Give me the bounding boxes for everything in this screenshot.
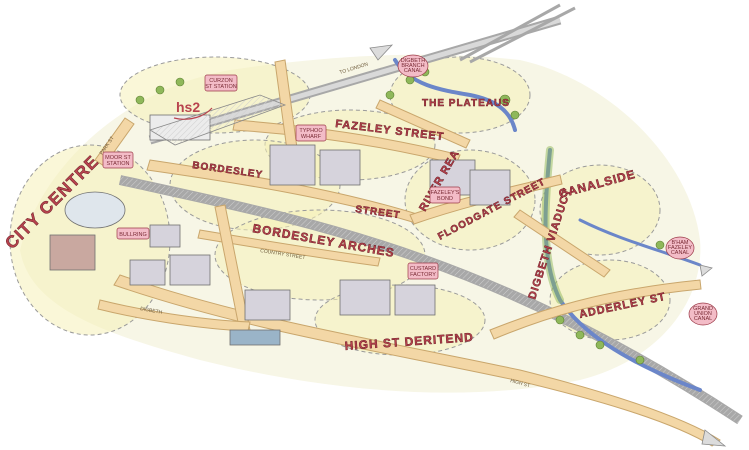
tag-digbeth-branch-line1: DIGBETH (401, 58, 425, 64)
tag-bham-fazeley-line2: FAZELEY (668, 245, 692, 251)
tag-curzon-line1: CURZON (209, 78, 233, 84)
tag-birmingham-fazeley: B'HAM FAZELEY CANAL (665, 236, 695, 260)
hs2-logo: hs2 (173, 99, 213, 120)
road-canal-cross (513, 209, 611, 278)
district-the-plateaus: THE PLATEAUS (422, 98, 510, 109)
label-high-street: HIGH ST (509, 378, 530, 389)
tag-digbeth-branch: DIGBETH BRANCH CANAL (397, 54, 429, 78)
tag-fazeley-bond-line1: FAZELEY'S (431, 190, 460, 196)
direction-arrows (369, 44, 727, 447)
tag-bham-fazeley-line3: CANAL (671, 250, 689, 256)
curzon-site (149, 94, 287, 146)
tag-fazeley-bond-line2: BOND (437, 196, 453, 202)
tag-curzon-line2: ST STATION (205, 84, 237, 90)
zone-canalside (539, 164, 661, 256)
road-country-street (197, 229, 381, 267)
tag-bham-fazeley-line1: B'HAM (672, 240, 689, 246)
road-adderley (489, 279, 702, 340)
label-digbeth-road: DIGBETH (140, 306, 163, 316)
tag-grand-union-line2: UNION (694, 311, 712, 317)
tag-typhoo-line1: TYPHOO (299, 128, 323, 134)
tag-fazeley-bond: FAZELEY'S BOND (429, 186, 461, 204)
tag-grand-union-line1: GRAND (693, 306, 713, 312)
road-plateau (375, 99, 471, 149)
tag-custard-line1: CUSTARD (410, 266, 436, 272)
tag-custard-line2: FACTORY (410, 272, 436, 278)
green-spaces (135, 67, 685, 365)
tag-custard: CUSTARD FACTORY (407, 262, 439, 280)
tag-moor-st: MOOR ST STATION (102, 151, 134, 169)
tag-digbeth-branch-line2: BRANCH (401, 63, 424, 69)
tag-bullring: BULLRING (116, 227, 150, 240)
tag-moor-st-line2: STATION (106, 161, 129, 167)
tag-curzon: CURZON ST STATION (204, 74, 238, 92)
tag-moor-st-line1: MOOR ST (105, 155, 131, 161)
tag-digbeth-branch-line3: CANAL (404, 68, 422, 74)
hs2-logo-text: hs2 (176, 99, 200, 115)
tag-grand-union: GRAND UNION CANAL (688, 302, 718, 326)
tag-grand-union-line3: CANAL (694, 316, 712, 322)
tag-typhoo-line2: WHARF (301, 134, 322, 140)
tag-typhoo: TYPHOO WHARF (295, 124, 327, 142)
tag-bullring-line1: BULLRING (119, 232, 147, 238)
